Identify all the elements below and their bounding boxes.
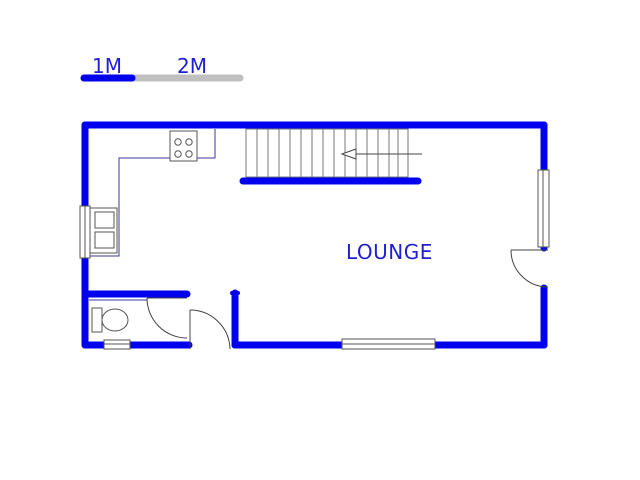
door-right-swing — [510, 249, 549, 288]
counter-outline — [89, 129, 216, 257]
bathroom — [89, 299, 147, 333]
stove-burner-icon — [174, 150, 182, 158]
sink-basin-icon — [94, 231, 115, 249]
doors — [146, 249, 549, 350]
stove — [169, 130, 198, 162]
sink-basin-icon — [94, 211, 115, 229]
door-bathroom-swing — [146, 297, 188, 339]
toilet-bowl-icon — [101, 308, 129, 332]
kitchen-counter — [79, 129, 216, 259]
stove-burner-icon — [174, 138, 182, 146]
staircase — [245, 128, 422, 178]
toilet-cistern — [91, 307, 103, 333]
door-entrance-swing — [189, 309, 231, 350]
scale-bar: 1M 2M — [80, 54, 244, 82]
windows — [103, 169, 550, 350]
stair-arrow-icon — [340, 148, 357, 160]
scale-label-2m: 2M — [177, 54, 207, 78]
scale-label-1m: 1M — [92, 54, 122, 78]
room-label-lounge: LOUNGE — [346, 240, 433, 264]
stove-burner-icon — [185, 138, 193, 146]
stove-burner-icon — [185, 150, 193, 158]
stair-outline — [245, 128, 409, 178]
